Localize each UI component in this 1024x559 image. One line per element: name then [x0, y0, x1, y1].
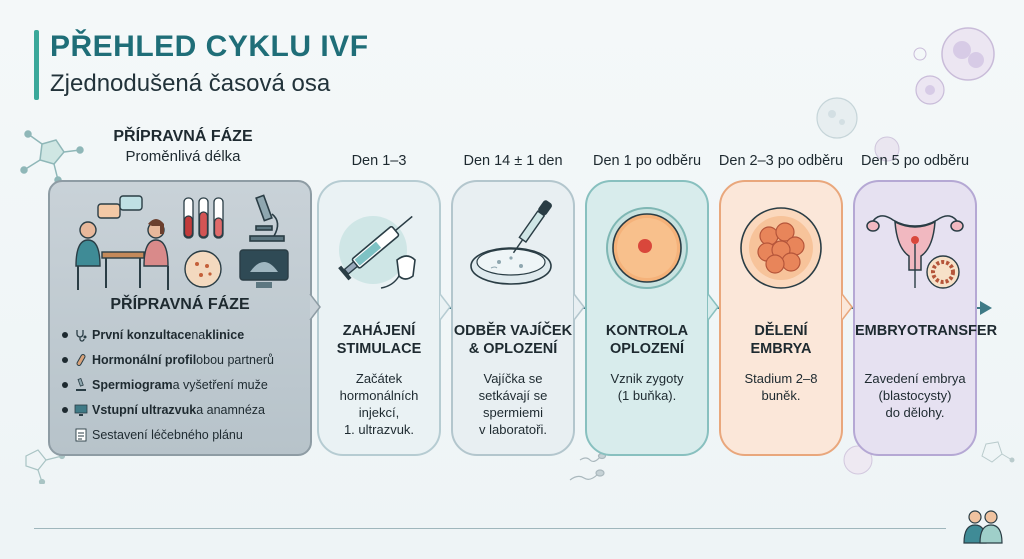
connector-arrow-icon: [309, 293, 321, 321]
monitor-icon: [74, 404, 88, 416]
stage-description: Zavedení embrya(blastocysty)do dělohy.: [864, 371, 966, 420]
zygote-icon: [606, 207, 688, 289]
page-subtitle: Zjednodušená časová osa: [50, 70, 331, 97]
stage-title: ODBĚR VAJÍČEK& OPLOZENÍ: [453, 323, 573, 357]
bullet-icon: [62, 381, 68, 388]
connector-arrow-icon: [707, 293, 719, 321]
stethoscope-icon: [76, 329, 87, 342]
connector-arrow-icon: [573, 293, 585, 321]
stage-description: Vznik zygoty(1 buňka).: [610, 371, 684, 403]
list-item: Hormonální profil obou partnerů: [62, 347, 274, 372]
test-tube-icon: [76, 353, 86, 366]
page-title: PŘEHLED CYKLU IVF: [50, 30, 369, 63]
list-item: První konzultace na klinice: [62, 322, 274, 347]
stage-day-label: Den 2–3 po odběru: [718, 153, 844, 169]
prep-phase-duration: Proměnlivá délka: [125, 148, 241, 165]
bullet-icon: [62, 331, 68, 338]
uterus-icon: [866, 215, 964, 289]
cells-icon: [913, 27, 995, 105]
embryo-icon: [740, 207, 822, 289]
bullet-icon: [62, 406, 68, 413]
prep-phase-heading: PŘÍPRAVNÁ FÁZE: [113, 128, 253, 145]
stage-day-label: Den 1 po odběru: [592, 153, 702, 169]
microscope-icon: [249, 194, 285, 242]
molecule-icon: [981, 441, 1015, 463]
checklist-icon: [75, 428, 87, 441]
test-tubes-icon: [183, 197, 224, 239]
petri-dish-icon: [470, 200, 552, 285]
timeline-arrow-icon: [980, 301, 992, 315]
stage-day-label: Den 1–3: [351, 153, 407, 169]
couple-icon: [963, 510, 1003, 544]
list-item: Spermiogram a vyšetření muže: [62, 372, 274, 397]
microscope-icon: [76, 377, 86, 391]
consultation-icon: [75, 195, 169, 290]
stage-day-label: Den 5 po odběru: [860, 153, 970, 169]
prep-phase-header: PŘÍPRAVNÁ FÁZE Proměnlivá délka: [98, 128, 268, 165]
prep-checklist: První konzultace na klinice Hormonální p…: [62, 322, 274, 447]
bullet-icon: [62, 356, 68, 363]
petri-dish-icon: [184, 250, 222, 288]
cells-icon: [874, 136, 900, 162]
prep-phase-card: PŘÍPRAVNÁ FÁZE První konzultace na klini…: [48, 180, 312, 456]
footer-divider: [34, 528, 946, 529]
stage-title: EMBRYOTRANSFER: [855, 323, 998, 339]
molecule-icon: [25, 449, 66, 484]
stage-card-embryo-transfer: EMBRYOTRANSFER Zavedení embrya(blastocys…: [853, 180, 998, 456]
title-accent-bar: [34, 30, 39, 100]
prep-card-title: PŘÍPRAVNÁ FÁZE: [110, 296, 250, 313]
ultrasound-monitor-icon: [239, 249, 289, 288]
list-item: Sestavení léčebného plánu: [62, 422, 274, 447]
list-item: Vstupní ultrazvuk a anamnéza: [62, 397, 274, 422]
connector-arrow-icon: [841, 293, 853, 321]
stage-day-label: Den 14 ± 1 den: [463, 153, 563, 169]
connector-arrow-icon: [439, 293, 451, 321]
syringe-icon: [338, 215, 416, 289]
sperm-icon: [569, 452, 607, 481]
cells-icon: [816, 97, 858, 139]
